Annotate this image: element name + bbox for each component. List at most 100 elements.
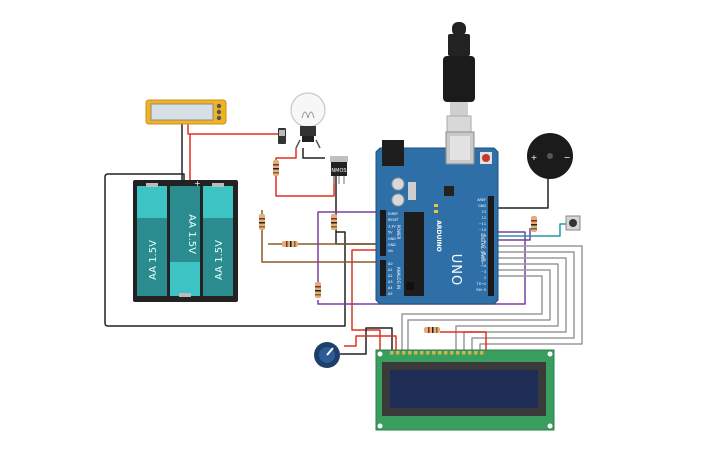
lcd-pin[interactable] — [480, 351, 484, 355]
wire-purple-3[interactable] — [495, 228, 531, 241]
multimeter[interactable] — [145, 99, 227, 125]
battery-cell-3[interactable]: AA 1.5V — [203, 183, 233, 296]
wire-red-arduino-5v[interactable] — [351, 249, 381, 360]
pin-label: TX→1 — [476, 282, 486, 286]
lcd-pin[interactable] — [414, 351, 418, 355]
lcd-pin[interactable] — [426, 351, 430, 355]
lcd-pin[interactable] — [420, 351, 424, 355]
resistors — [259, 160, 537, 333]
arduino-logo-text: ARDUINO — [435, 220, 442, 251]
pin-label: GND — [388, 237, 396, 241]
pin-label: ~10 — [479, 228, 486, 232]
piezo-buzzer[interactable]: + − — [527, 133, 573, 179]
pin-label: 7 — [484, 246, 486, 250]
wire-gray-3[interactable] — [463, 257, 567, 350]
wire-black-transistor[interactable] — [335, 176, 380, 245]
battery-pack[interactable]: AA 1.5V AA 1.5V AA 1.5V + — [133, 179, 238, 302]
pin-label: 12 — [482, 216, 486, 220]
lcd-pin[interactable] — [408, 351, 412, 355]
wire-black-buzzer[interactable] — [495, 176, 549, 209]
nmos-transistor[interactable]: NMOS — [330, 156, 348, 184]
digital-header[interactable] — [488, 196, 494, 296]
lcd-pin[interactable] — [456, 351, 460, 355]
battery-cell-label: AA 1.5V — [214, 240, 225, 280]
pin-label: A2 — [388, 274, 392, 278]
wire-gray-6[interactable] — [401, 275, 543, 350]
potentiometer[interactable] — [314, 342, 340, 368]
wire-red-lcd[interactable] — [440, 331, 487, 350]
wire-red-meter[interactable] — [187, 124, 278, 135]
wire-purple-2[interactable] — [317, 231, 526, 305]
resistor[interactable] — [424, 327, 440, 333]
battery-cell-label: AA 1.5V — [186, 214, 197, 254]
pin-label: GND — [478, 204, 486, 208]
pin-label: A3 — [388, 280, 392, 284]
pin-label: RX←0 — [476, 288, 486, 292]
resistor[interactable] — [531, 216, 537, 232]
wire-purple-1[interactable] — [317, 211, 380, 288]
meter-terminal-icon[interactable] — [216, 109, 222, 115]
lcd-pin[interactable] — [432, 351, 436, 355]
buzzer-plus-label: + — [531, 153, 538, 162]
pin-label: ~11 — [479, 222, 486, 226]
lcd-pin-header — [390, 351, 484, 355]
pin-label: 8 — [484, 240, 486, 244]
wire-gray-2[interactable] — [471, 251, 575, 350]
battery-cell-label: AA 1.5V — [148, 240, 159, 280]
reset-button[interactable] — [482, 154, 490, 162]
wire-red-pot[interactable] — [344, 335, 397, 350]
wire-black-bulb[interactable] — [302, 148, 325, 159]
arduino-uno-board[interactable]: ARDUINO UNO DIGITAL (PWM~) POWER ANALOG … — [375, 131, 499, 305]
analog-header[interactable] — [380, 260, 386, 296]
lcd-pin[interactable] — [450, 351, 454, 355]
pin-label: AREF — [477, 198, 486, 202]
resistor[interactable] — [259, 214, 265, 230]
wire-black-battery-loop[interactable] — [104, 173, 346, 327]
resistor[interactable] — [315, 282, 321, 298]
resistor[interactable] — [331, 214, 337, 230]
lcd-16x2[interactable] — [375, 349, 555, 431]
buzzer-minus-label: − — [564, 153, 571, 162]
arduino-analog-label: ANALOG IN — [396, 267, 401, 289]
usb-cable[interactable] — [443, 22, 475, 133]
pin-label: A1 — [388, 268, 392, 272]
pin-label: 5V — [388, 231, 393, 235]
wire-gray-1[interactable] — [479, 245, 583, 350]
lcd-pin[interactable] — [438, 351, 442, 355]
wire-red-bulb-resistor[interactable] — [275, 148, 335, 197]
pin-label: RESET — [388, 218, 400, 222]
lcd-pin[interactable] — [402, 351, 406, 355]
pin-label: ~3 — [481, 270, 486, 274]
lcd-pin[interactable] — [390, 351, 394, 355]
pin-label: 3.3V — [388, 224, 396, 228]
light-bulb[interactable] — [290, 92, 326, 149]
push-button[interactable] — [565, 215, 581, 231]
slide-switch[interactable] — [278, 128, 286, 144]
wire-gray-5[interactable] — [407, 269, 551, 350]
wire-brown-1[interactable] — [261, 210, 380, 263]
lcd-pin[interactable] — [444, 351, 448, 355]
pin-label: A5 — [388, 292, 392, 296]
transistor-label: NMOS — [331, 168, 346, 174]
lcd-pin[interactable] — [396, 351, 400, 355]
pin-label: Vin — [388, 249, 393, 253]
lcd-screen — [390, 370, 538, 408]
battery-cell-2[interactable]: AA 1.5V — [170, 186, 200, 297]
power-header[interactable] — [380, 210, 386, 256]
meter-terminal-icon[interactable] — [216, 103, 222, 109]
meter-terminal-icon[interactable] — [216, 115, 222, 121]
resistor[interactable] — [273, 160, 279, 176]
arduino-digital-label: DIGITAL (PWM~) — [480, 233, 485, 267]
lcd-pin[interactable] — [468, 351, 472, 355]
pin-label: 2 — [484, 276, 486, 280]
wire-gray-4[interactable] — [455, 263, 559, 350]
resistor[interactable] — [282, 241, 298, 247]
battery-cell-1[interactable]: AA 1.5V — [137, 183, 167, 296]
lcd-pin[interactable] — [474, 351, 478, 355]
lcd-pin[interactable] — [462, 351, 466, 355]
pin-label: ~5 — [481, 258, 486, 262]
